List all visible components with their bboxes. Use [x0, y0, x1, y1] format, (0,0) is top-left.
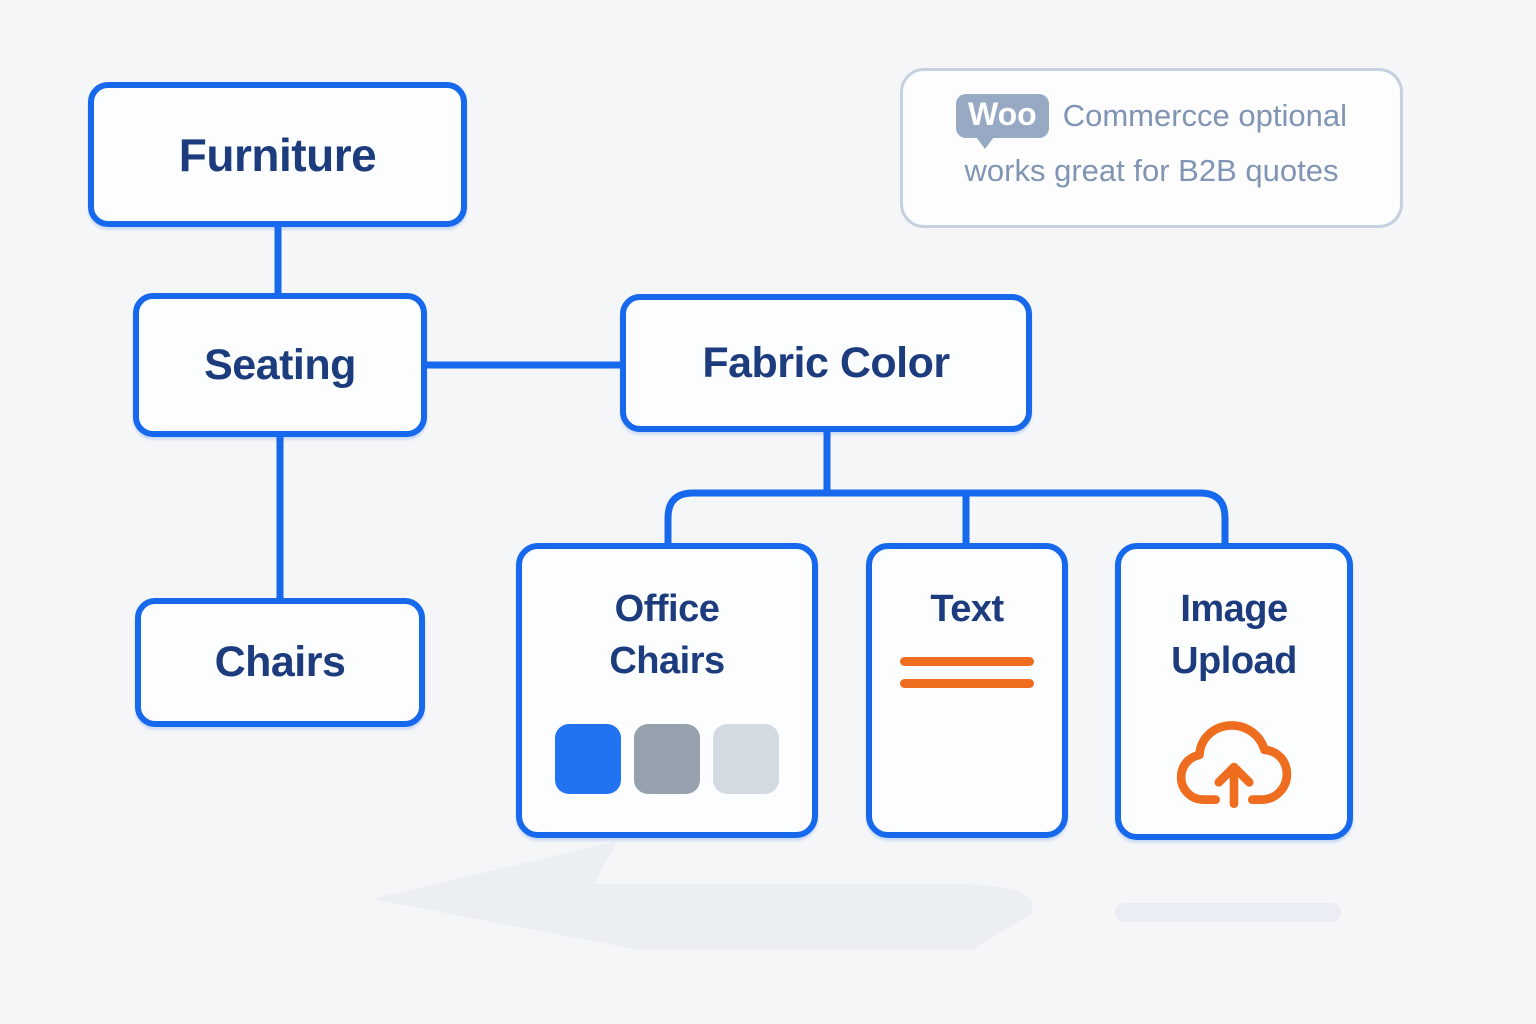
- bar-shadow: [1115, 903, 1341, 922]
- swatch-gray: [634, 724, 700, 794]
- cloud-upload-icon: [1176, 721, 1292, 809]
- text-line-1: [900, 657, 1034, 667]
- card-text-label: Text: [930, 588, 1004, 630]
- node-furniture: Furniture: [88, 82, 467, 227]
- text-line-2: [900, 679, 1034, 689]
- woocommerce-note: Woo Commercce optional works great for B…: [900, 68, 1403, 228]
- node-chairs-label: Chairs: [214, 638, 346, 686]
- woo-logo-tail: [975, 137, 994, 150]
- card-office-chairs-label: Office Chairs: [609, 588, 725, 683]
- card-image-upload: Image Upload: [1115, 543, 1353, 840]
- connector-branch-rail: [664, 489, 1229, 548]
- node-fabric-color-label: Fabric Color: [702, 338, 950, 387]
- swatch-blue: [555, 724, 621, 794]
- card-office-chairs: Office Chairs: [516, 543, 818, 838]
- card-image-upload-label: Image Upload: [1171, 588, 1297, 683]
- node-seating: Seating: [133, 293, 427, 437]
- text-field-lines: [872, 657, 1062, 689]
- swatch-row: [522, 724, 812, 794]
- cloud-upload-icon-wrap: [1121, 712, 1347, 810]
- woo-logo-text: Woo: [967, 96, 1037, 132]
- woocommerce-note-line1: Commercce optional: [1062, 98, 1347, 134]
- node-furniture-label: Furniture: [178, 128, 377, 181]
- node-fabric-color: Fabric Color: [620, 294, 1032, 432]
- arrow-shadow: [372, 841, 1033, 950]
- woocommerce-note-row1: Woo Commercce optional: [903, 94, 1400, 150]
- node-chairs: Chairs: [135, 598, 425, 727]
- woocommerce-note-line2: works great for B2B quotes: [964, 153, 1339, 189]
- swatch-light-gray: [713, 724, 779, 794]
- card-text: Text: [866, 543, 1068, 838]
- node-seating-label: Seating: [204, 340, 356, 389]
- woo-logo: Woo: [955, 94, 1049, 150]
